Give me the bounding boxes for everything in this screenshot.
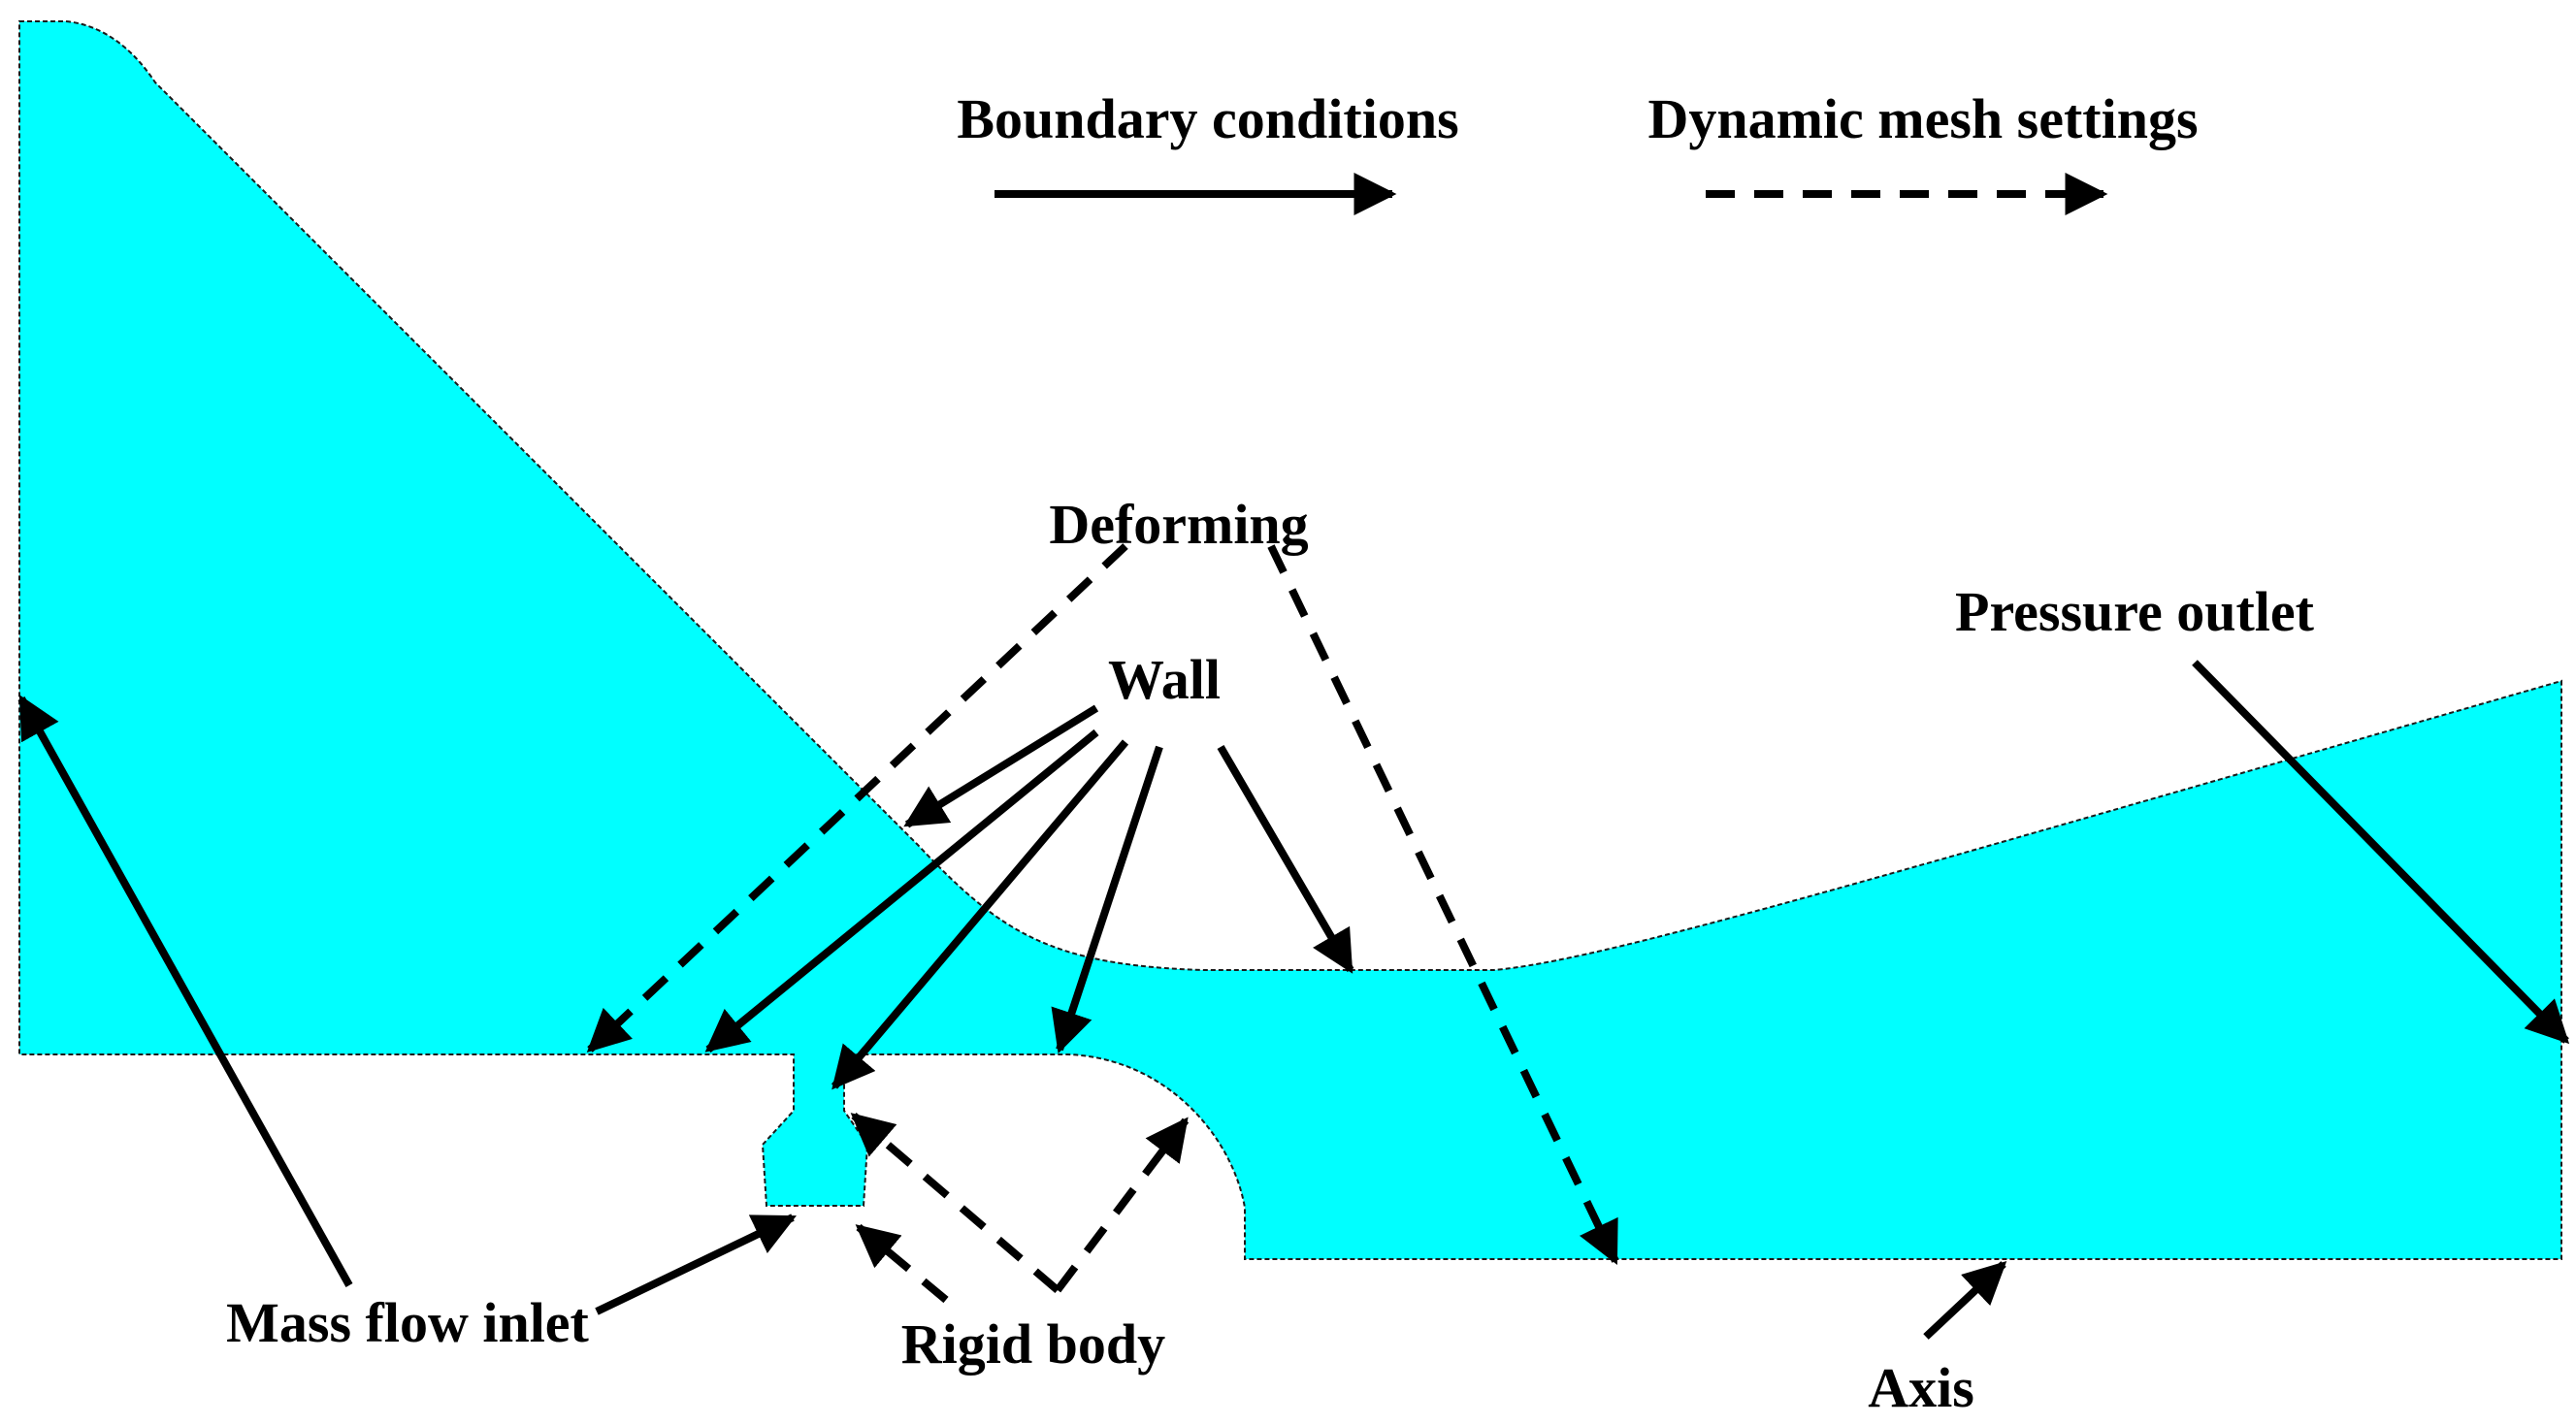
- wall-arrow-corner: [1051, 745, 1163, 1054]
- pressure-outlet-arrow: [2192, 660, 2570, 1045]
- mass-flow-inlet-arrow-left-boundary: [17, 695, 353, 1287]
- mass-flow-inlet-arrow-nozzle-bottom: [595, 1214, 797, 1315]
- legend-boundary-conditions-label: Boundary conditions: [957, 87, 1458, 150]
- pressure-outlet-label: Pressure outlet: [1955, 580, 2315, 643]
- axis-arrow: [1923, 1260, 2007, 1340]
- deforming-arrow-right-axis: [1267, 544, 1619, 1265]
- wall-arrow-throat: [1217, 744, 1354, 974]
- rigid-body-arrow-nozzle-side: [850, 1112, 1060, 1294]
- wall-arrow-nozzle: [831, 739, 1129, 1090]
- wall-arrow-bottom-wall: [704, 729, 1099, 1053]
- axis-label: Axis: [1868, 1356, 1974, 1419]
- wall-arrow-upper-curve: [903, 704, 1099, 828]
- fluid-domain: [18, 20, 2562, 1260]
- rigid-body-arrow-curve: [1054, 1117, 1190, 1293]
- mass-flow-inlet-label: Mass flow inlet: [226, 1291, 589, 1354]
- deforming-label: Deforming: [1049, 493, 1308, 556]
- legend-dynamic-mesh-settings-label: Dynamic mesh settings: [1647, 87, 2198, 150]
- wall-label: Wall: [1108, 648, 1221, 711]
- rigid-body-label: Rigid body: [901, 1312, 1165, 1376]
- rigid-body-arrow-nozzle-bottom: [855, 1223, 949, 1304]
- deforming-arrow-left-bottom: [586, 543, 1128, 1053]
